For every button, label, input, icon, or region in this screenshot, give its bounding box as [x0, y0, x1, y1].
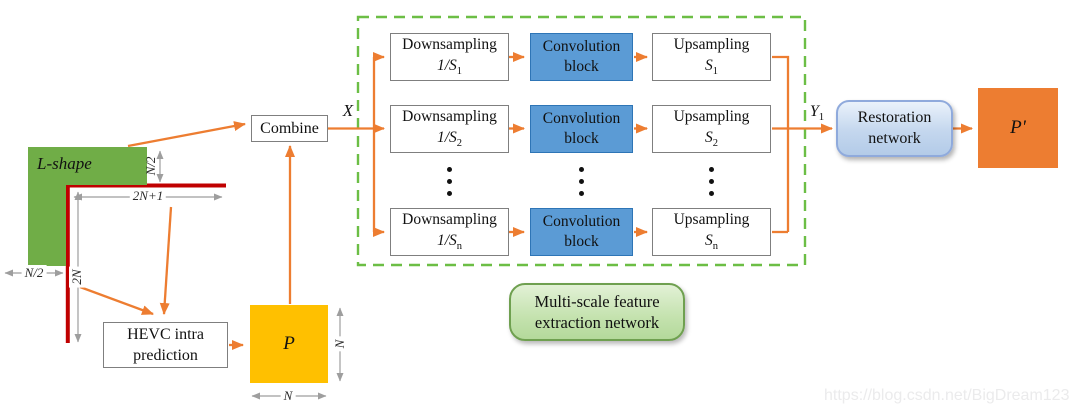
dim-label-n2-bottom: N/2 — [21, 265, 47, 281]
upsampling-1-line2: S1 — [704, 56, 718, 77]
dim-label-2n: 2N — [69, 266, 85, 288]
vertical-dots-convolution — [579, 167, 584, 196]
downsampling-2-line2: 1/S2 — [436, 128, 463, 149]
vertical-dots-downsampling — [447, 167, 452, 196]
p-prime-label: P' — [1010, 117, 1026, 138]
upsampling-box-n: Upsampling Sn — [652, 208, 771, 256]
caption-line1: Multi-scale feature — [534, 291, 660, 311]
l-shape-block-left — [28, 185, 66, 266]
downsampling-box-1: Downsampling 1/S1 — [390, 33, 509, 81]
hevc-label-line1: HEVC intra — [127, 325, 204, 343]
downsampling-box-2: Downsampling 1/S2 — [390, 105, 509, 153]
downsampling-1-line1: Downsampling — [402, 36, 497, 54]
upsampling-2-line2: S2 — [704, 128, 718, 149]
hevc-label-line2: prediction — [133, 347, 198, 364]
y1-signal-label: Y1 — [809, 102, 825, 124]
watermark-text: https://blog.csdn.net/BigDream123 — [824, 387, 1070, 404]
upsampling-n-line1: Upsampling — [673, 211, 750, 229]
upsampling-1-line1: Upsampling — [673, 36, 750, 54]
convolution-block-n: Convolution block — [530, 208, 633, 256]
downsampling-2-line1: Downsampling — [402, 108, 497, 126]
x-signal-label: X — [342, 101, 354, 120]
arrow-2n1-to-hevc — [159, 206, 173, 315]
convolution-block-2: Convolution block — [530, 105, 633, 153]
vertical-dots-upsampling — [709, 167, 714, 196]
convolution-2-line1: Convolution — [542, 109, 621, 127]
p-block: P — [250, 305, 328, 383]
dim-label-2n-plus-1: 2N+1 — [129, 188, 167, 204]
convolution-1-line2: block — [564, 58, 599, 75]
multiscale-caption: Multi-scale feature extraction network — [509, 283, 685, 341]
convolution-1-line1: Convolution — [542, 37, 621, 55]
downsampling-1-line2: 1/S1 — [436, 56, 463, 77]
restoration-network-box: Restoration network — [836, 100, 953, 157]
dim-label-n2-top: N/2 — [143, 156, 158, 176]
dim-label-p-width: N — [280, 388, 296, 404]
upsampling-2-line1: Upsampling — [673, 108, 750, 126]
l-shape-label: L-shape — [37, 154, 92, 173]
upsampling-n-line2: Sn — [704, 231, 718, 252]
upsampling-box-2: Upsampling S2 — [652, 105, 771, 153]
convolution-block-1: Convolution block — [530, 33, 633, 81]
dim-label-p-height: N — [332, 336, 348, 352]
downsampling-box-n: Downsampling 1/Sn — [390, 208, 509, 256]
p-block-label: P — [283, 333, 295, 354]
combine-box: Combine — [251, 115, 328, 142]
convolution-n-line1: Convolution — [542, 212, 621, 230]
arrow-2n-to-hevc — [79, 285, 154, 316]
convolution-2-line2: block — [564, 130, 599, 147]
downsampling-n-line1: Downsampling — [402, 211, 497, 229]
restoration-line2: network — [868, 129, 921, 147]
restoration-line1: Restoration — [857, 108, 932, 126]
combine-label: Combine — [260, 119, 319, 137]
l-shape-block-top — [28, 147, 147, 185]
upsampling-box-1: Upsampling S1 — [652, 33, 771, 81]
caption-line2: extraction network — [534, 313, 660, 332]
downsampling-n-line2: 1/Sn — [436, 231, 463, 252]
hevc-intra-prediction-box: HEVC intra prediction — [103, 322, 228, 368]
convolution-n-line2: block — [564, 233, 599, 250]
p-prime-block: P' — [978, 88, 1058, 168]
merge-line-row1 — [772, 55, 790, 232]
arrow-lshape-to-combine — [127, 121, 246, 148]
